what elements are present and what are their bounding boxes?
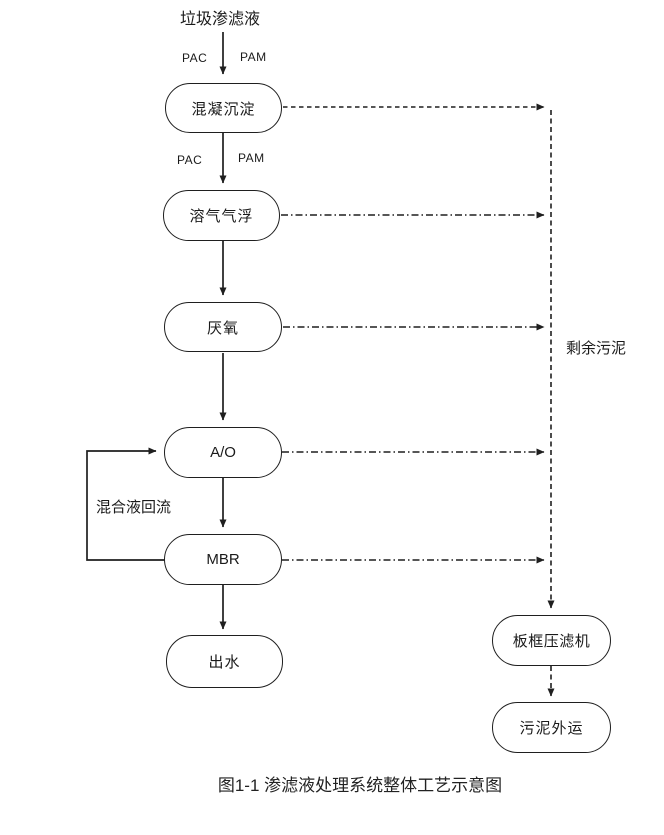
node-anaerobic: 厌氧 xyxy=(164,302,282,352)
node-plate-frame-filter-press: 板框压滤机 xyxy=(492,615,611,666)
node-dissolved-air-flotation: 溶气气浮 xyxy=(163,190,280,241)
excess-sludge-label: 剩余污泥 xyxy=(566,340,627,357)
node-mbr: MBR xyxy=(164,534,282,585)
node-anoxic-oxic: A/O xyxy=(164,427,282,478)
mixed-liquor-recycle-label: 混合液回流 xyxy=(96,499,172,516)
pac-label-1: PAC xyxy=(182,51,208,65)
node-label: 污泥外运 xyxy=(519,720,584,737)
node-coagulation-sedimentation: 混凝沉淀 xyxy=(165,83,282,133)
figure-caption: 图1-1 渗滤液处理系统整体工艺示意图 xyxy=(217,776,503,795)
recycle-loop-line xyxy=(86,447,165,561)
node-label: 混凝沉淀 xyxy=(191,100,256,118)
pac-label-2: PAC xyxy=(177,153,203,167)
pam-label-2: PAM xyxy=(238,151,265,165)
pam-label-1: PAM xyxy=(240,50,267,64)
node-label: A/O xyxy=(210,444,236,461)
node-label: 溶气气浮 xyxy=(189,208,254,225)
node-label: 出水 xyxy=(208,654,241,671)
node-label: 板框压滤机 xyxy=(512,633,591,650)
node-sludge-transport: 污泥外运 xyxy=(492,702,611,753)
node-label: 厌氧 xyxy=(206,319,239,337)
node-label: MBR xyxy=(206,551,240,568)
node-effluent: 出水 xyxy=(166,635,283,688)
source-label: 垃圾渗滤液 xyxy=(179,11,261,28)
